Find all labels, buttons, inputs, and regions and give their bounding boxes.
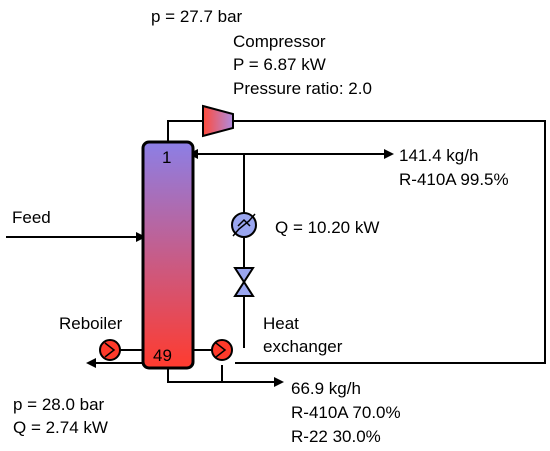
feed-label: Feed [12, 208, 51, 227]
compressor-power-label: P = 6.87 kW [233, 55, 326, 74]
reboiler-name-label: Reboiler [59, 314, 123, 333]
reboiler-icon [99, 339, 121, 361]
reboiler-duty-label: Q = 2.74 kW [13, 418, 108, 437]
compressor-name-label: Compressor [233, 32, 326, 51]
top-flow-label: 141.4 kg/h [399, 146, 478, 165]
condenser-icon [231, 212, 257, 238]
top-pressure-label: p = 27.7 bar [151, 7, 243, 26]
heat-exchanger-label-line2: exchanger [263, 337, 343, 356]
top-composition-label: R-410A 99.5% [399, 170, 509, 189]
expansion-valve-icon [233, 267, 255, 297]
bottom-pressure-label: p = 28.0 bar [13, 395, 105, 414]
compressor-icon [202, 104, 234, 138]
bottom-flow-label: 66.9 kg/h [291, 379, 361, 398]
compressed-vapor-line [233, 120, 546, 364]
bottom-product-line [167, 368, 284, 387]
condenser-duty-label: Q = 10.20 kW [275, 218, 379, 237]
column-stage-bottom: 49 [153, 346, 172, 365]
bottom-composition-2-label: R-22 30.0% [291, 427, 381, 446]
heat-exchanger-icon [211, 339, 233, 361]
overhead-vapor-line [167, 120, 203, 142]
compressor-ratio-label: Pressure ratio: 2.0 [233, 79, 372, 98]
heat-exchanger-label-line1: Heat [263, 314, 299, 333]
bottom-composition-1-label: R-410A 70.0% [291, 403, 401, 422]
column-stage-top: 1 [162, 148, 171, 167]
distillation-column [141, 140, 195, 370]
